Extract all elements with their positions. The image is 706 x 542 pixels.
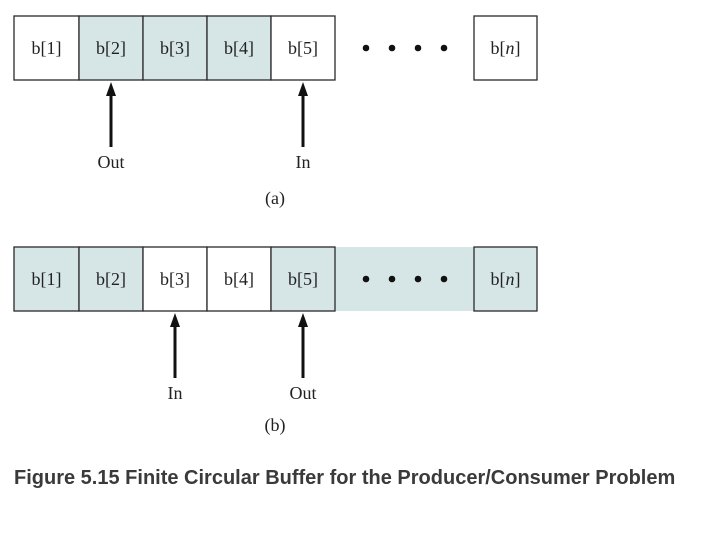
buffer-cell-label-a-5: b[5] (288, 38, 318, 58)
out-pointer-arrowhead-a (106, 82, 116, 96)
buffer-cell-label-b-1: b[1] (32, 269, 62, 289)
buffer-cell-a-n (473, 15, 538, 81)
buffer-cell-b-2 (78, 246, 144, 312)
buffer-gap-fill-b (335, 247, 474, 311)
figure-title: Finite Circular Buffer for the Producer/… (125, 467, 676, 489)
ellipsis-dot-a-1 (362, 44, 370, 52)
figure-number: Figure 5.15 (14, 467, 120, 489)
buffer-cell-b-n (473, 246, 538, 312)
buffer-cell-label-a-4: b[4] (224, 38, 254, 58)
ellipsis-dot-b-3 (414, 275, 422, 283)
buffer-cell-label-a-3: b[3] (160, 38, 190, 58)
diagram-label-a: (a) (265, 188, 285, 209)
out-pointer-arrowhead-b (298, 313, 308, 327)
ellipsis-dot-b-1 (362, 275, 370, 283)
buffer-cell-label-a-2: b[2] (96, 38, 126, 58)
buffer-cell-a-5 (270, 15, 336, 81)
out-pointer-label-b: Out (290, 383, 317, 403)
ellipsis-dot-a-3 (414, 44, 422, 52)
buffer-cell-b-5 (270, 246, 336, 312)
buffer-cell-label-b-5: b[5] (288, 269, 318, 289)
buffer-cell-label-b-4: b[4] (224, 269, 254, 289)
ellipsis-dot-b-2 (388, 275, 396, 283)
buffer-cell-label-b-n: b[n] (491, 269, 521, 289)
ellipsis-dot-b-4 (440, 275, 448, 283)
buffer-cell-b-4 (206, 246, 272, 312)
buffer-cell-label-a-n: b[n] (491, 38, 521, 58)
buffer-cell-label-b-2: b[2] (96, 269, 126, 289)
in-pointer-arrowhead-a (298, 82, 308, 96)
ellipsis-dot-a-2 (388, 44, 396, 52)
buffer-cell-b-1 (13, 246, 80, 312)
buffer-cell-a-1 (13, 15, 80, 81)
in-pointer-arrowhead-b (170, 313, 180, 327)
buffer-cell-a-2 (78, 15, 144, 81)
buffer-cell-label-a-1: b[1] (32, 38, 62, 58)
ellipsis-dot-a-4 (440, 44, 448, 52)
buffer-cell-label-b-3: b[3] (160, 269, 190, 289)
figure-caption: Figure 5.15 Finite Circular Buffer for t… (14, 462, 704, 494)
in-pointer-label-b: In (168, 383, 183, 403)
diagram-label-b: (b) (265, 415, 286, 436)
buffer-cell-a-3 (142, 15, 208, 81)
in-pointer-label-a: In (296, 152, 311, 172)
out-pointer-label-a: Out (98, 152, 125, 172)
buffer-cell-b-3 (142, 246, 208, 312)
